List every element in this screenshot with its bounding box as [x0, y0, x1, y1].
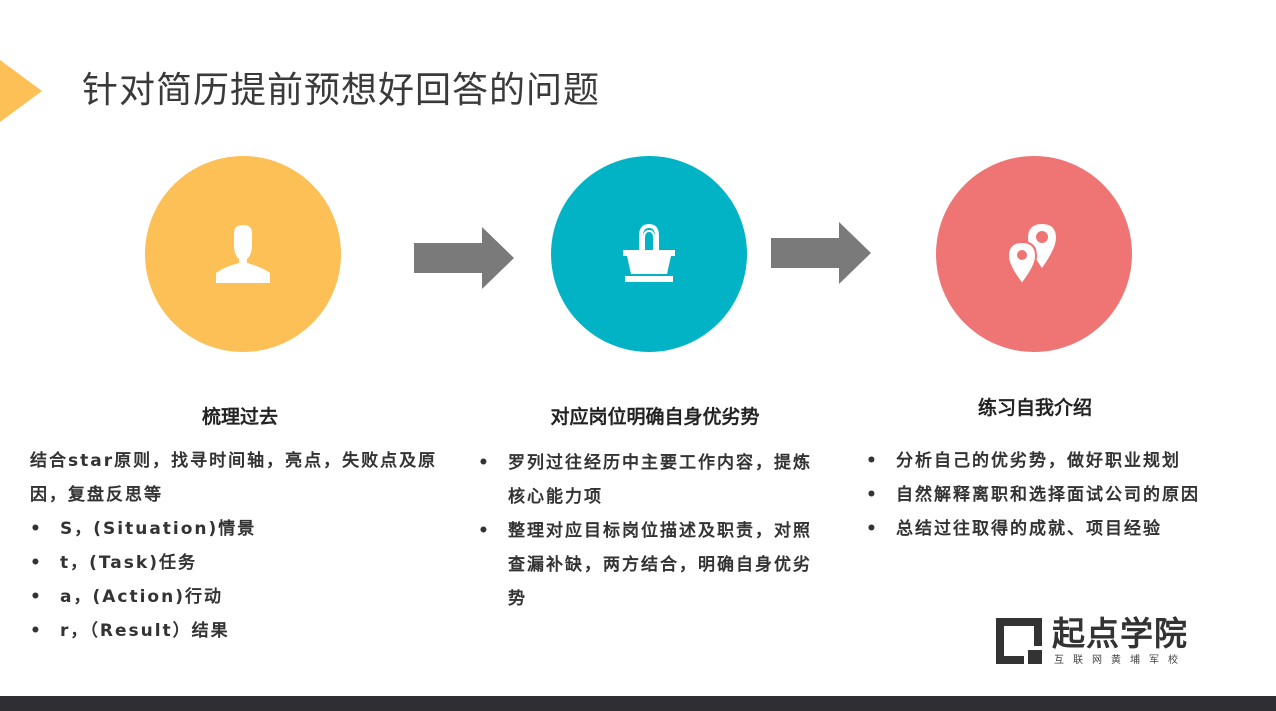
step-1-title: 梳理过去	[201, 406, 278, 428]
user-icon	[216, 225, 270, 283]
step-2-list: 罗列过往经历中主要工作内容，提炼核心能力项 整理对应目标岗位描述及职责，对照查漏…	[478, 446, 823, 616]
step-3-content: 分析自己的优劣势，做好职业规划 自然解释离职和选择面试公司的原因 总结过往取得的…	[866, 444, 1246, 546]
step-1-intro: 结合star原则，找寻时间轴，亮点，失败点及原因，复盘反思等	[30, 451, 438, 505]
list-item: 总结过往取得的成就、项目经验	[866, 512, 1246, 546]
logo-name: 起点学院	[1052, 614, 1188, 653]
slide-title: 针对简历提前预想好回答的问题	[82, 70, 601, 111]
step-1-list: S，(Situation)情景 t，(Task)任务 a，(Action)行动 …	[30, 512, 470, 648]
list-item: r，（Result）结果	[30, 614, 470, 648]
location-pins-icon	[1006, 224, 1056, 286]
step-3-list: 分析自己的优劣势，做好职业规划 自然解释离职和选择面试公司的原因 总结过往取得的…	[866, 444, 1246, 546]
binder-clip-icon	[623, 223, 675, 282]
step-2-content: 罗列过往经历中主要工作内容，提炼核心能力项 整理对应目标岗位描述及职责，对照查漏…	[478, 446, 823, 616]
title-marker	[0, 60, 42, 122]
logo-mark-icon	[996, 618, 1042, 664]
arrow-right-1	[414, 227, 514, 289]
list-item: 自然解释离职和选择面试公司的原因	[866, 478, 1246, 512]
footer-bar	[0, 696, 1276, 711]
list-item: t，(Task)任务	[30, 546, 470, 580]
brand-logo: 起点学院 互联网黄埔军校	[994, 614, 1214, 668]
step-1-content: 结合star原则，找寻时间轴，亮点，失败点及原因，复盘反思等 S，(Situat…	[30, 444, 470, 648]
step-2-title: 对应岗位明确自身优劣势	[550, 406, 760, 428]
list-item: 分析自己的优劣势，做好职业规划	[866, 444, 1246, 478]
list-item: a，(Action)行动	[30, 580, 470, 614]
step-1-circle	[145, 156, 341, 352]
step-3-title: 练习自我介绍	[977, 397, 1092, 419]
step-2-circle	[551, 156, 747, 352]
list-item: 整理对应目标岗位描述及职责，对照查漏补缺，两方结合，明确自身优劣势	[478, 514, 823, 616]
arrow-right-2	[771, 222, 871, 284]
list-item: S，(Situation)情景	[30, 512, 470, 546]
step-3-circle	[936, 156, 1132, 352]
list-item: 罗列过往经历中主要工作内容，提炼核心能力项	[478, 446, 823, 514]
logo-tagline: 互联网黄埔军校	[1054, 655, 1187, 666]
